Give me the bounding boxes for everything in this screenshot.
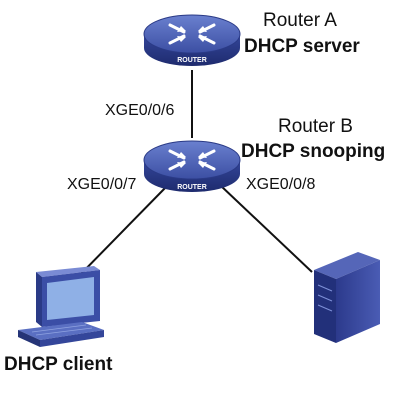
- port-label-xge0-0-7: XGE0/0/7: [67, 176, 137, 193]
- router-b-name: Router B: [278, 116, 353, 137]
- server-tower-icon: [314, 252, 380, 343]
- link-router-b-server: [219, 184, 313, 273]
- router-a-icon: ROUTER: [143, 14, 241, 66]
- port-label-xge0-0-8: XGE0/0/8: [246, 176, 316, 193]
- port-label-xge0-0-6: XGE0/0/6: [105, 102, 175, 119]
- router-a-name: Router A: [263, 10, 337, 31]
- client-label: DHCP client: [4, 354, 113, 375]
- router-b-badge: ROUTER: [177, 184, 207, 191]
- router-b-icon: ROUTER: [143, 140, 241, 192]
- router-a-role: DHCP server: [244, 36, 360, 57]
- desktop-computer-icon: [18, 266, 104, 347]
- router-b-role: DHCP snooping: [241, 141, 386, 162]
- router-a-badge: ROUTER: [177, 57, 207, 64]
